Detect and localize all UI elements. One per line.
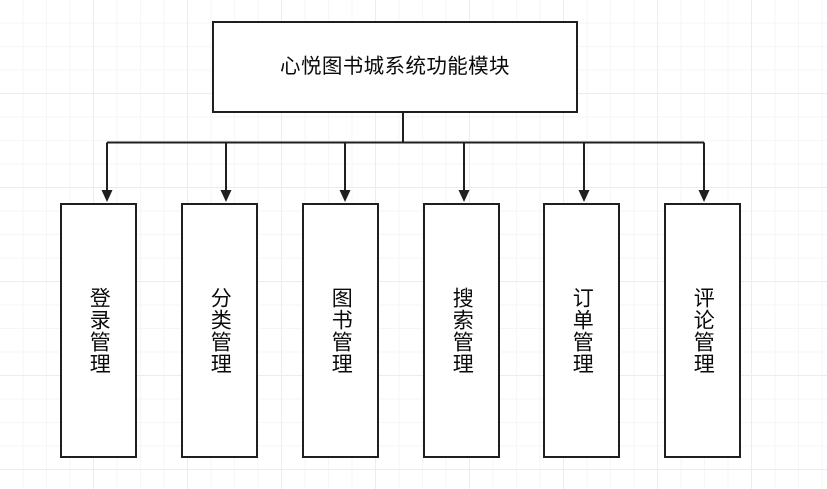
arrowhead-icon-2 (220, 190, 232, 202)
node-search-management-label: 搜索管理 (450, 286, 475, 375)
node-book-management[interactable]: 图书管理 (302, 203, 379, 458)
arrowhead-icon-4 (458, 190, 470, 202)
node-order-management[interactable]: 订单管理 (543, 203, 620, 458)
arrowhead-icon-5 (578, 190, 590, 202)
node-category-management-label: 分类管理 (208, 286, 233, 375)
arrowhead-icon-1 (101, 190, 113, 202)
node-root[interactable]: 心悦图书城系统功能模块 (212, 21, 578, 113)
node-login-management[interactable]: 登录管理 (60, 203, 137, 458)
node-comment-management-label: 评论管理 (691, 286, 716, 375)
node-search-management[interactable]: 搜索管理 (423, 203, 500, 458)
node-root-label: 心悦图书城系统功能模块 (280, 54, 510, 79)
arrowhead-icon-6 (698, 190, 710, 202)
node-category-management[interactable]: 分类管理 (181, 203, 258, 458)
node-comment-management[interactable]: 评论管理 (664, 203, 741, 458)
node-login-management-label: 登录管理 (87, 286, 112, 375)
arrowhead-icon-3 (339, 190, 351, 202)
node-order-management-label: 订单管理 (570, 286, 595, 375)
node-book-management-label: 图书管理 (329, 286, 354, 375)
